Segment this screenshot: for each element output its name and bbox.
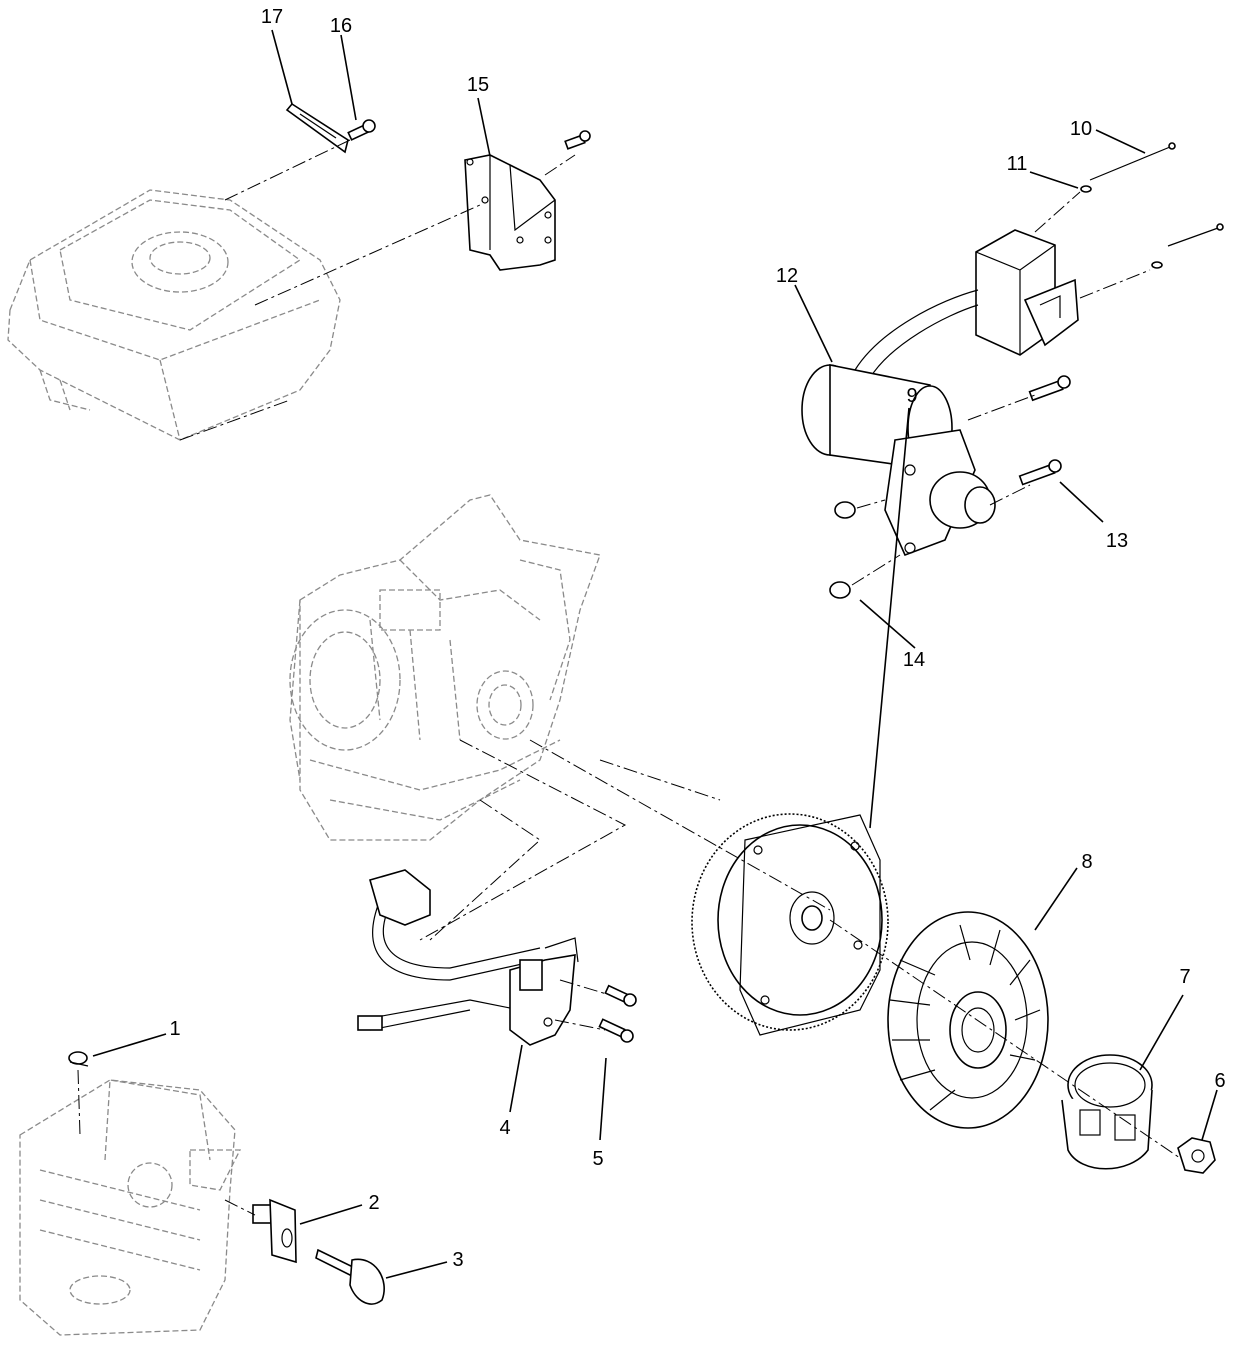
coil-bolt-lower (598, 1018, 634, 1043)
callout-8: 8 (1081, 851, 1092, 873)
spacer-upper (834, 501, 856, 519)
engine-block-ghost (289, 494, 601, 841)
callout-14: 14 (903, 649, 925, 671)
callout-5: 5 (592, 1148, 603, 1170)
long-bolt-upper (1089, 142, 1176, 181)
washer-lower (1151, 261, 1163, 269)
key-switch (252, 1198, 297, 1264)
callout-2: 2 (368, 1192, 379, 1214)
strap-part (285, 102, 349, 154)
callout-6: 6 (1214, 1070, 1225, 1092)
starter-bolt-lower (1018, 459, 1062, 486)
callout-9: 9 (906, 385, 917, 407)
callout-11: 11 (1007, 153, 1028, 175)
starter-motor (801, 289, 996, 557)
engine-shroud-ghost (19, 1079, 242, 1336)
rectifier-box (975, 229, 1079, 356)
flywheel (691, 813, 889, 1036)
fuel-tank-ghost (7, 189, 341, 441)
wire-clip (68, 1051, 89, 1067)
starter-bolt-upper (1028, 375, 1071, 402)
callout-15: 15 (467, 74, 489, 96)
callout-labels: 1 2 3 4 5 6 7 8 9 10 11 12 13 14 15 16 1… (169, 6, 1225, 1271)
callout-10: 10 (1070, 118, 1092, 140)
ignition-coil (357, 869, 579, 1046)
callout-13: 13 (1106, 530, 1128, 552)
spacer-lower (829, 581, 851, 599)
assembly-lines (77, 139, 1181, 1216)
washer-upper (1080, 185, 1092, 193)
cooling-fan (887, 911, 1049, 1129)
callout-4: 4 (499, 1117, 510, 1139)
callout-12: 12 (776, 265, 798, 287)
starter-cup (1061, 1054, 1153, 1170)
bracket-part (464, 154, 556, 271)
callout-3: 3 (452, 1249, 463, 1271)
strap-bolt (347, 119, 376, 141)
leader-lines (92, 29, 1218, 1279)
callout-16: 16 (330, 15, 352, 37)
bracket-bolt (564, 130, 591, 150)
callout-7: 7 (1179, 966, 1190, 988)
flywheel-nut (1177, 1137, 1216, 1174)
ignition-key (315, 1248, 385, 1305)
callout-1: 1 (169, 1018, 180, 1040)
coil-bolt-upper (604, 984, 637, 1007)
callout-17: 17 (261, 6, 283, 28)
long-bolt-lower (1167, 223, 1224, 247)
